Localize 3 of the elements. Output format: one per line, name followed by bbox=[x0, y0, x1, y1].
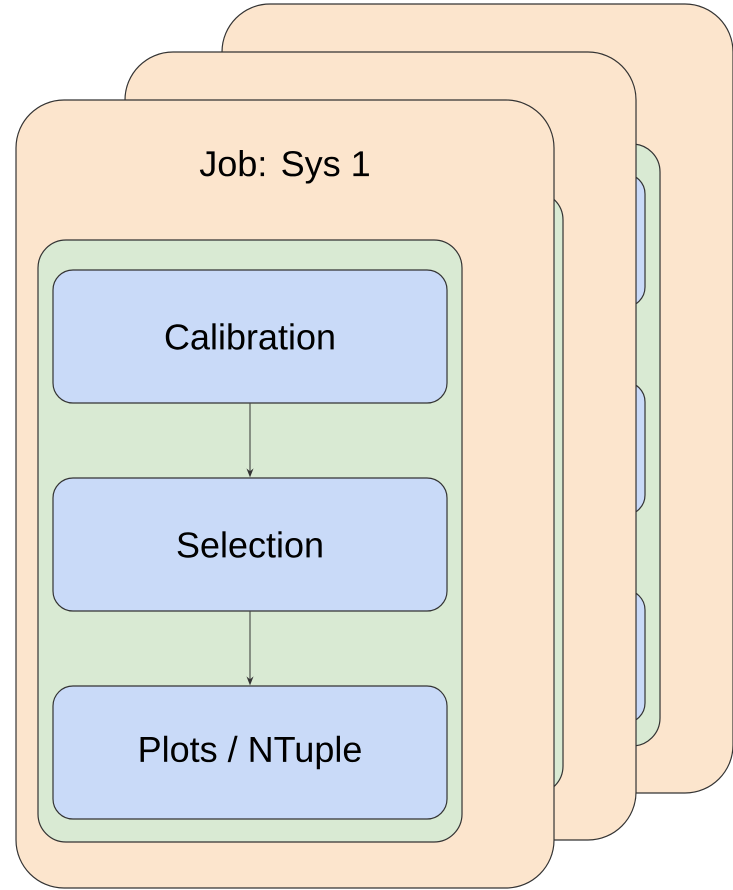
step-box: Selection bbox=[52, 477, 448, 612]
step-box: Calibration bbox=[52, 269, 448, 404]
step-box: Plots / NTuple bbox=[52, 685, 448, 820]
